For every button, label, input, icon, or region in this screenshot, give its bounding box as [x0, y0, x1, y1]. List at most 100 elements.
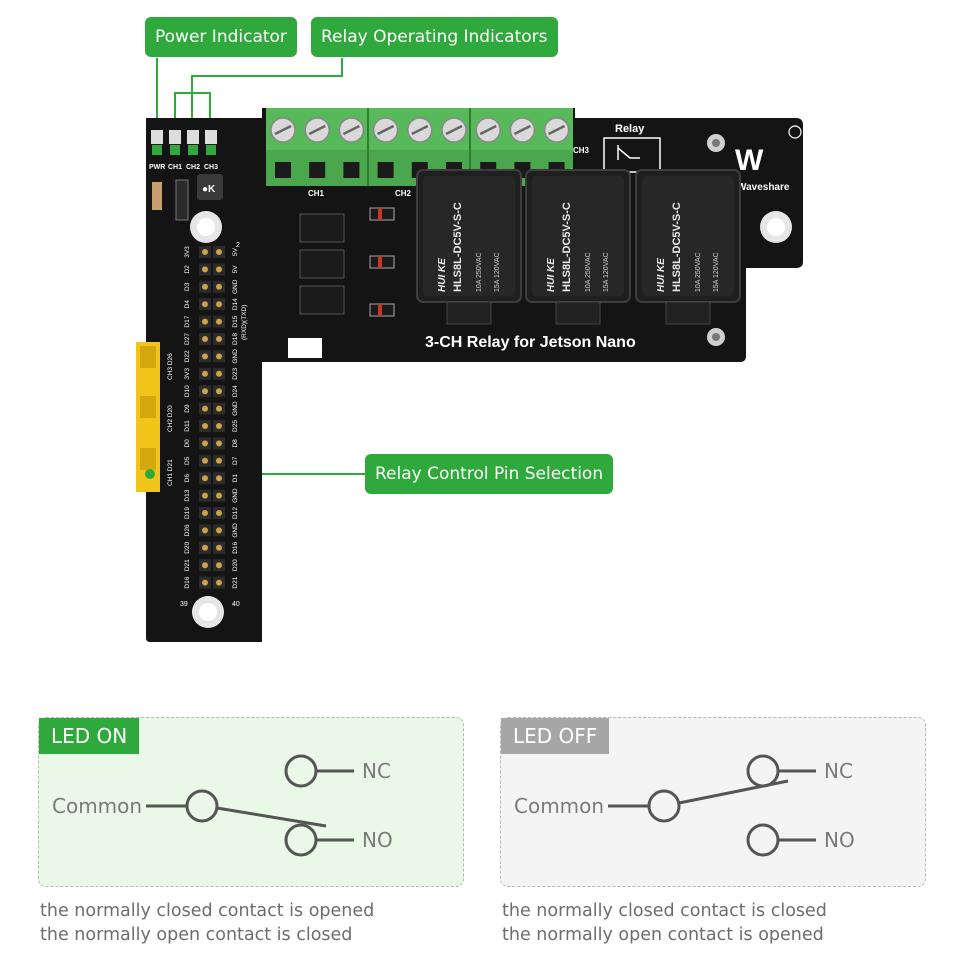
relay-socket	[665, 301, 711, 325]
off-common-label: Common	[514, 794, 605, 818]
relay-rating-2: 15A 120VAC	[603, 252, 610, 292]
board-notch	[288, 338, 322, 358]
relay-model-label: HLS8L-DC5V-S-C	[452, 202, 464, 292]
led-label-pwr: PWR	[149, 164, 165, 171]
header-pin	[199, 263, 211, 276]
terminal-slot	[377, 162, 394, 178]
header-pin	[199, 298, 211, 311]
relay-rating-2: 15A 120VAC	[713, 252, 720, 292]
smd-component	[175, 179, 189, 221]
board-title: 3-CH Relay for Jetson Nano	[425, 334, 636, 351]
pin-label-right: D12	[232, 507, 239, 519]
pin-label-right: D21	[232, 576, 239, 588]
panel-tag-led-off: LED OFF	[501, 718, 610, 754]
relay-brand-label: HUI KE	[546, 258, 557, 292]
header-pin	[199, 367, 211, 380]
on-common-label: Common	[52, 794, 143, 818]
relay-2: HLS8L-DC5V-S-C HUI KE 10A 250VAC 15A 120VAC	[525, 169, 631, 325]
header-pin	[213, 541, 225, 554]
header-pin	[213, 420, 225, 432]
terminal-slot	[343, 162, 360, 178]
pin-label-left: D21	[184, 559, 191, 571]
push-button	[197, 174, 223, 200]
registered-mark-icon	[788, 125, 802, 139]
panel-led-on: LED ON	[38, 717, 464, 887]
terminal-screw-icon	[441, 117, 467, 143]
resistor	[152, 182, 162, 210]
header-pin	[213, 472, 225, 485]
terminal-screw-icon	[304, 117, 330, 143]
header-pin	[199, 315, 211, 328]
pin-label-right: GND	[232, 523, 239, 538]
pin-label-right: GND	[232, 488, 239, 503]
pin-label-right: D16	[232, 541, 239, 553]
pin-label-left: D27	[184, 333, 191, 345]
header-pin	[199, 507, 211, 519]
header-pin	[213, 385, 225, 398]
header-pin	[199, 472, 211, 485]
panel-tag-led-on: LED ON	[39, 718, 140, 754]
terminal-label-ch1: CH1	[308, 189, 325, 198]
pin-label-left: D6	[184, 474, 191, 483]
on-nc-label: NC	[362, 759, 391, 783]
header-pin	[199, 454, 211, 467]
brand-name: Waveshare	[737, 182, 790, 193]
pin-label-right: 5V	[232, 247, 239, 256]
relay-model-label: HLS8L-DC5V-S-C	[561, 202, 573, 292]
on-no-label: NO	[362, 828, 393, 852]
pin-label-left: D3	[184, 282, 191, 291]
pin-label-right: D18	[232, 333, 239, 345]
pin-label-left: D26	[184, 524, 191, 536]
header-pin	[213, 315, 225, 328]
pin-label-left: D13	[184, 489, 191, 501]
pin-label-right: D20	[232, 559, 239, 571]
led-label-ch1: CH1	[168, 164, 182, 171]
led-indicators	[151, 130, 217, 155]
relay-rating-2: 15A 120VAC	[494, 252, 501, 292]
switch-lever	[216, 806, 327, 828]
pin-label-left: D17	[184, 315, 191, 327]
terminal-screw-icon	[407, 117, 433, 143]
pin-label-right: D24	[232, 385, 239, 397]
pin-label-right: GND	[232, 349, 239, 364]
pin-label-left: D9	[184, 404, 191, 413]
pin-label-left: D5	[184, 456, 191, 465]
header-pin	[213, 576, 225, 589]
terminal-screw-icon	[372, 117, 399, 143]
header-pin	[199, 280, 211, 293]
on-caption-nc: the normally closed contact is opened	[40, 901, 375, 921]
off-caption-nc: the normally closed contact is closed	[502, 901, 827, 921]
header-pin	[213, 280, 225, 293]
pin-label-left: D22	[184, 350, 191, 362]
brand-logo-mark: W	[735, 144, 764, 177]
pin-label-right: D1	[232, 474, 239, 483]
terminal-label-ch2: CH2	[395, 189, 412, 198]
terminal-slot	[309, 162, 326, 178]
terminal-screw-icon	[475, 117, 501, 143]
relay-socket	[555, 301, 601, 325]
pin-label-left: D10	[184, 385, 191, 397]
jumper-label-ch1: CH1 D21	[167, 459, 174, 486]
pin-label-right: D8	[232, 439, 239, 448]
header-pin	[213, 246, 225, 258]
callout-relay-operating-indicators: Relay Operating Indicators	[311, 17, 558, 57]
relay-rating-1: 10A 250VAC	[585, 252, 592, 292]
callout-relay-control-pin-selection: Relay Control Pin Selection	[365, 454, 614, 494]
off-no-label: NO	[824, 828, 855, 852]
panel-led-off: LED OFF	[500, 717, 926, 887]
relay-board-illustration: PWR CH1 CH2 CH3 ●K CH1 CH2 CH3 Relay W W…	[136, 58, 803, 642]
pin-label-right: GND	[232, 401, 239, 416]
gpio-pin-labels: D165VD215VD20GNDD26D14D19D15D13D18D6GNDD…	[184, 246, 239, 589]
gpio-header	[199, 246, 225, 589]
header-pin	[213, 350, 225, 363]
relay-brand-label: HUI KE	[656, 258, 667, 292]
header-pin	[213, 524, 225, 537]
uart-label: (RXD)(TXD)	[241, 305, 248, 340]
header-pin	[199, 402, 211, 415]
pin-label-left: 3V3	[184, 368, 191, 380]
terminal-slot	[275, 162, 291, 178]
header-pin	[199, 420, 211, 432]
terminal-screw-icon	[509, 117, 536, 143]
header-pin	[199, 489, 211, 502]
terminal-screw-icon	[543, 117, 570, 143]
